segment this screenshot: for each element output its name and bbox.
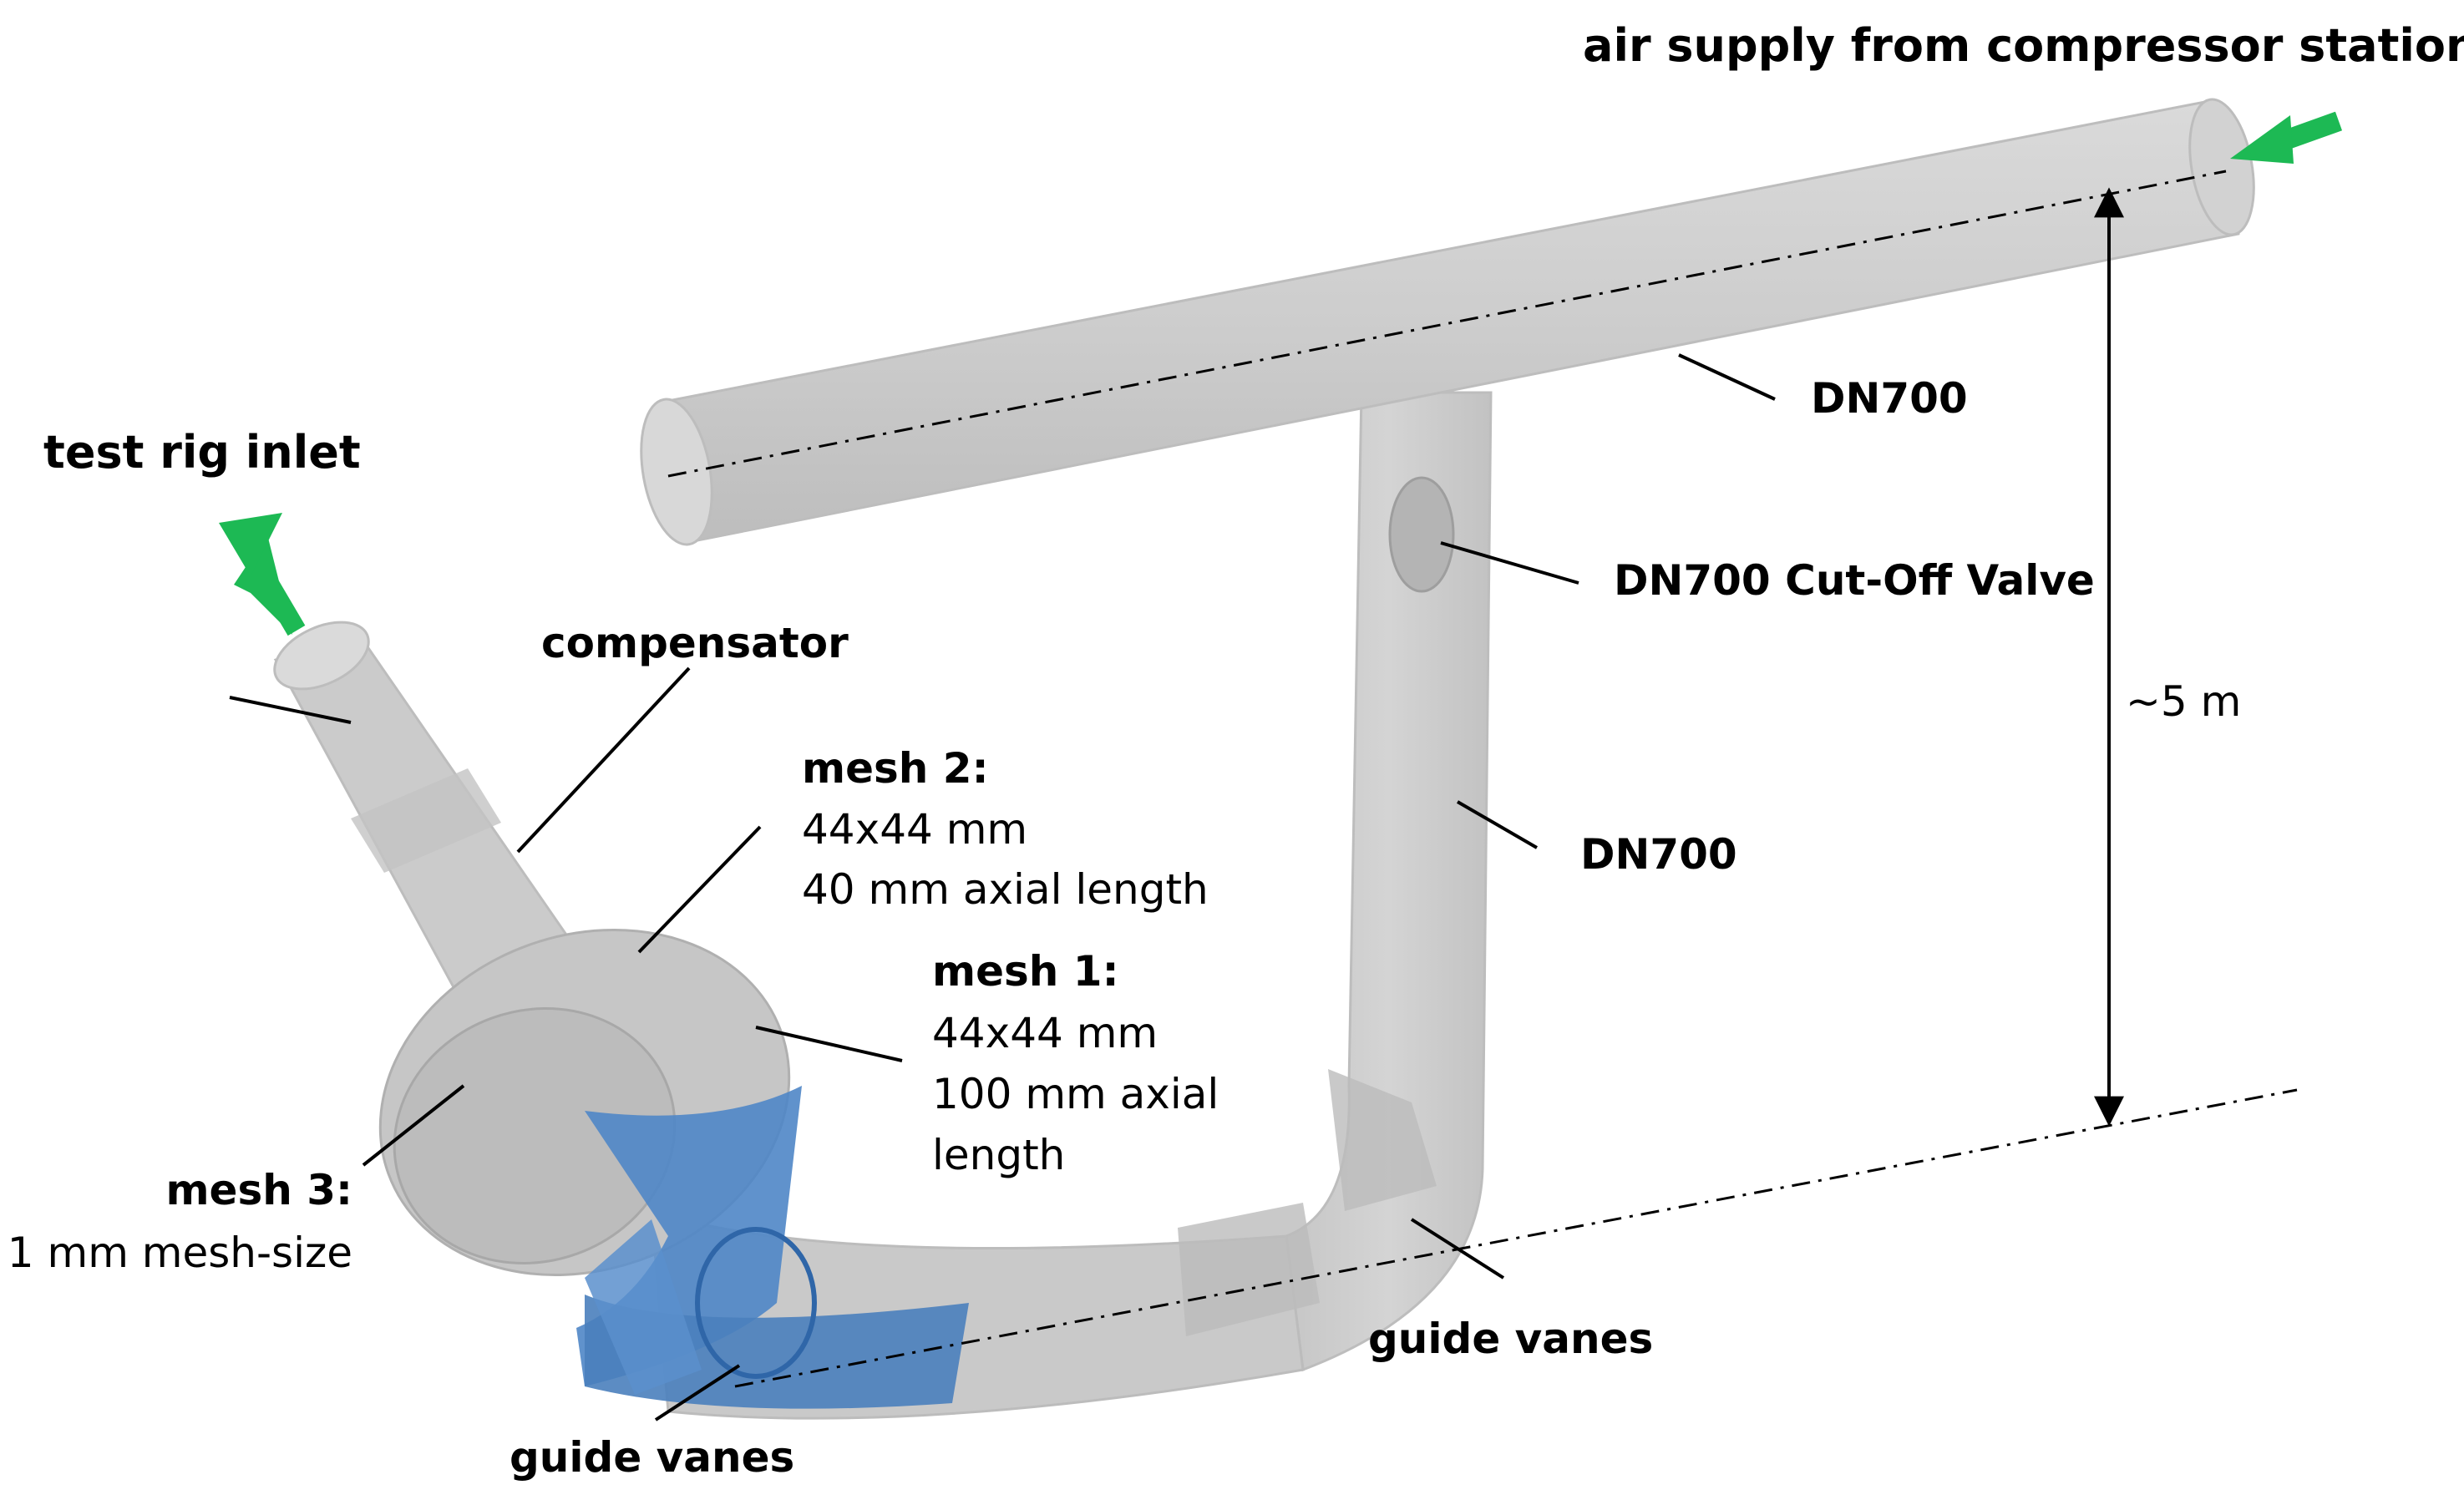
header-pipe	[640, 98, 2255, 546]
blue-guide-vanes	[576, 1086, 969, 1409]
mesh2-size: 44x44 mm	[802, 805, 1028, 854]
cutoff-valve	[1388, 476, 1455, 593]
dn700-top-label: DN700	[1811, 374, 1968, 423]
inlet-arrow	[219, 513, 306, 636]
mesh3-size: 1 mm mesh-size	[7, 1229, 352, 1277]
guide-vanes-bottom-label: guide vanes	[510, 1433, 795, 1482]
compensator-pipe	[273, 621, 604, 1046]
center-lines	[667, 170, 2298, 1388]
vertical-pipe	[1285, 391, 1493, 1372]
guide-vanes-right-label: guide vanes	[1368, 1315, 1654, 1363]
height-label: ~5 m	[2126, 677, 2242, 726]
mesh1-size: 44x44 mm	[932, 1009, 1158, 1057]
compensator-label: compensator	[541, 619, 849, 667]
mesh2-length: 40 mm axial length	[802, 865, 1209, 914]
supply-arrow	[2230, 111, 2343, 164]
mesh2-title: mesh 2:	[802, 744, 989, 793]
mesh1-title: mesh 1:	[932, 947, 1119, 996]
leader-lines	[229, 353, 1776, 1421]
air-supply-label: air supply from compressor station	[1583, 19, 2464, 72]
dn700-vertical-label: DN700	[1580, 830, 1737, 879]
cutoff-valve-label: DN700 Cut-Off Valve	[1614, 556, 2095, 605]
mesh3-title: mesh 3:	[165, 1166, 352, 1214]
mesh1-length: 100 mm axial	[932, 1070, 1219, 1118]
test-rig-inlet-label: test rig inlet	[43, 426, 361, 479]
mesh1-length-cont: length	[932, 1131, 1066, 1179]
